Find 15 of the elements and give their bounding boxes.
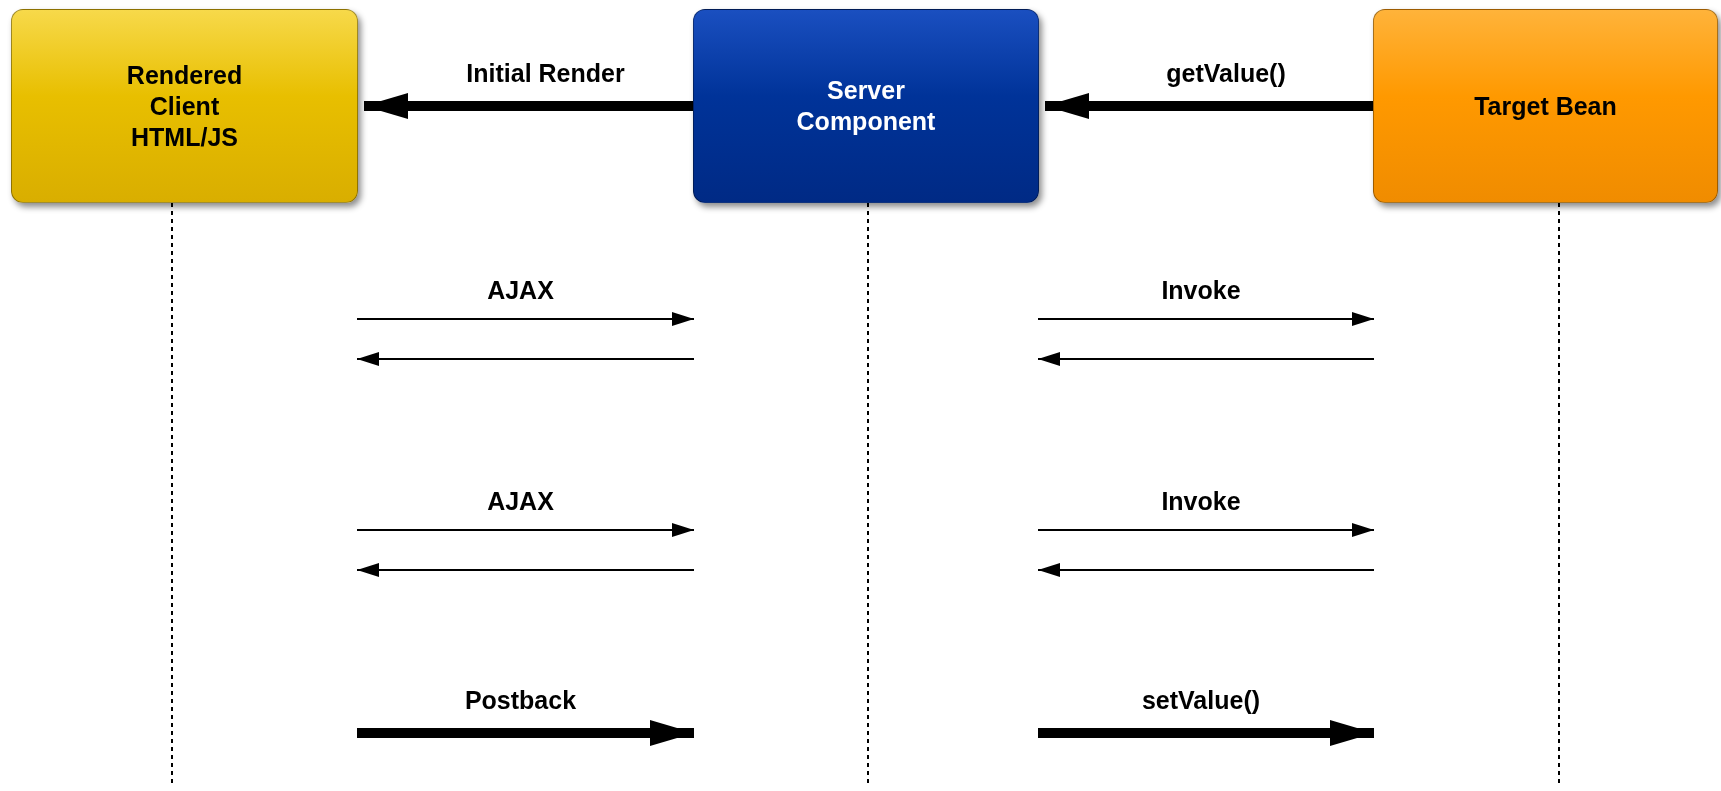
arrow	[356, 563, 695, 577]
arrow	[356, 352, 695, 366]
participant-name: Target Bean	[1473, 90, 1618, 122]
arrow	[1045, 93, 1373, 119]
arrow	[364, 93, 693, 119]
arrow	[357, 720, 694, 746]
arrow	[356, 523, 695, 537]
arrow	[1037, 563, 1375, 577]
participant-name: Server Component	[795, 75, 937, 137]
arrow	[1038, 720, 1374, 746]
arrow	[1037, 523, 1375, 537]
arrow	[1037, 312, 1375, 326]
arrow	[1037, 352, 1375, 366]
arrow	[356, 312, 695, 326]
participant-name: Rendered Client HTML/JS	[125, 59, 244, 153]
